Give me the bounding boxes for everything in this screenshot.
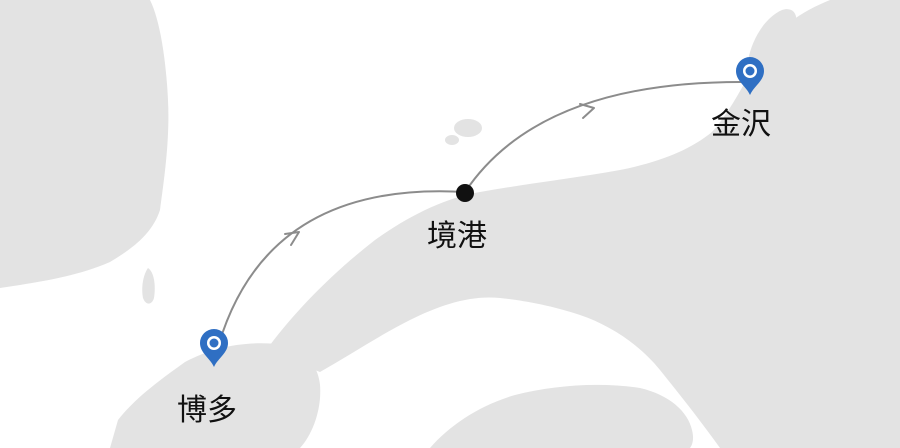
route-arc-hakata-sakaiminato	[214, 190, 466, 359]
land-noto	[748, 9, 797, 73]
map-pin-icon[interactable]	[736, 57, 764, 95]
land-shikoku	[430, 384, 694, 448]
direction-arrow-icon	[284, 231, 300, 246]
land-korea	[0, 0, 169, 288]
land-oki-island	[454, 119, 482, 137]
dot-icon[interactable]	[456, 184, 474, 202]
map-pin-icon[interactable]	[200, 329, 228, 367]
land-honshu	[270, 0, 900, 448]
direction-arrow-icon	[579, 103, 595, 119]
place-label-stopover: 境港	[427, 219, 487, 254]
land-tsushima	[142, 268, 155, 304]
place-label-destination: 金沢	[711, 107, 771, 142]
route-arc-sakaiminato-kanazawa	[464, 80, 749, 193]
land-awaji	[703, 360, 721, 404]
place-label-origin: 博多	[177, 393, 237, 428]
land-oki-island	[445, 135, 459, 145]
land-kyushu	[110, 343, 321, 448]
